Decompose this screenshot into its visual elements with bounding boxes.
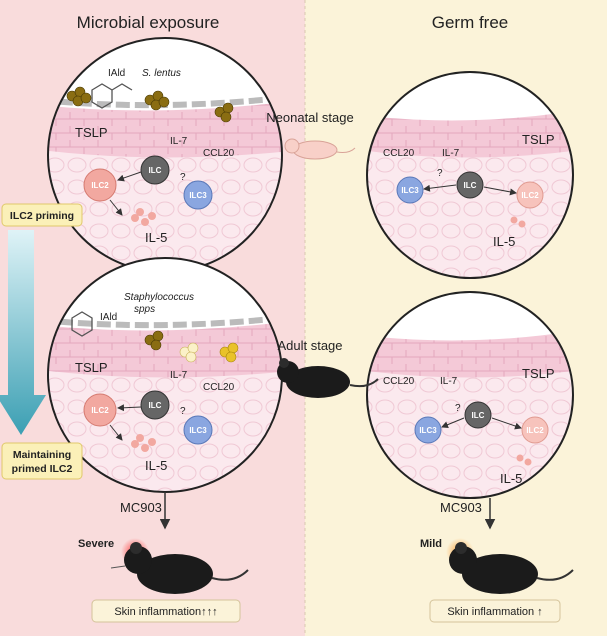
ilc-label-adult: ILC	[149, 401, 162, 410]
maintaining-box	[1, 442, 83, 480]
adult-mouse-icon-right	[449, 542, 574, 594]
ilc-label-gf-adult: ILC	[472, 411, 485, 420]
ilc2-cell-icon-adult	[83, 393, 117, 427]
ccl20-label: CCL20	[203, 148, 235, 159]
skin-inflammation-right: Skin inflammation ↑	[447, 606, 542, 618]
tslp-label: TSLP	[75, 125, 108, 140]
mc903-label-right: MC903	[440, 500, 482, 515]
severe-label: Severe	[78, 538, 114, 550]
ccl20-label-gf: CCL20	[383, 148, 415, 159]
priming-gradient-arrow	[0, 230, 46, 435]
right-column-title: Germ free	[432, 13, 509, 32]
ilc2-label-gf: ILC2	[521, 191, 539, 200]
staph-label-2: spps	[134, 304, 155, 315]
adult-mouse-icon	[277, 358, 379, 398]
ilc2-label-gf-adult: ILC2	[526, 426, 544, 435]
maintaining-label-1: Maintaining	[13, 449, 71, 461]
il7-label: IL-7	[170, 136, 188, 147]
adult-mouse-icon-left	[110, 542, 249, 594]
question-mark-gf: ?	[437, 168, 443, 179]
ilc-cell-icon-gf-adult	[464, 401, 492, 429]
ilc2-cell-icon-gf-adult	[521, 416, 549, 444]
tslp-label-gf: TSLP	[522, 132, 555, 147]
question-mark-adult: ?	[180, 406, 186, 417]
ilc2-priming-label: ILC2 priming	[10, 210, 74, 222]
il7-label-gf: IL-7	[442, 148, 460, 159]
staph-label: Staphylococcus	[124, 292, 194, 303]
neonatal-mouse-icon	[284, 138, 356, 160]
ccl20-label-adult: CCL20	[203, 382, 235, 393]
il5-label-adult: IL-5	[145, 458, 167, 473]
iald-label: IAld	[108, 68, 125, 79]
ilc3-label-adult: ILC3	[189, 426, 207, 435]
ilc-label-gf: ILC	[464, 181, 477, 190]
bacteria-cluster-icon	[66, 86, 234, 123]
ilc2-label-adult: ILC2	[91, 406, 109, 415]
il7-label-adult: IL-7	[170, 370, 188, 381]
circle-microbial-adult: IAld Staphylococcus spps TSLP IL-7 CCL20…	[47, 257, 283, 493]
iald-molecule-icon-adult	[71, 311, 93, 337]
adult-stage-label: Adult stage	[277, 338, 342, 353]
ilc3-cell-icon-gf-adult	[414, 416, 442, 444]
neonatal-stage-label: Neonatal stage	[266, 110, 353, 125]
ilc2-label: ILC2	[91, 181, 109, 190]
mild-label: Mild	[420, 538, 442, 550]
ilc-cell-icon-gf	[456, 171, 484, 199]
bacteria-cluster-icon-adult	[144, 330, 239, 363]
s-lentus-label: S. lentus	[142, 68, 181, 79]
maintaining-label-2: primed ILC2	[12, 463, 73, 475]
il7-label-gf-adult: IL-7	[440, 376, 458, 387]
ilc-label: ILC	[149, 166, 162, 175]
ilc3-cell-icon	[183, 180, 213, 210]
ilc2-cell-icon-gf	[516, 181, 544, 209]
iald-molecule-icon	[91, 83, 133, 109]
skin-inflammation-box-right	[429, 599, 561, 623]
ilc-cell-icon-adult	[140, 390, 170, 420]
ilc-cell-icon	[140, 155, 170, 185]
ilc3-label-gf-adult: ILC3	[419, 426, 437, 435]
mc903-label-left: MC903	[120, 500, 162, 515]
skin-inflammation-left: Skin inflammation↑↑↑	[114, 606, 217, 618]
ilc3-label: ILC3	[189, 191, 207, 200]
il5-label-gf-adult: IL-5	[500, 471, 522, 486]
ilc3-cell-icon-adult	[183, 415, 213, 445]
tslp-label-adult: TSLP	[75, 360, 108, 375]
ilc2-cell-icon	[83, 168, 117, 202]
il5-label-gf: IL-5	[493, 234, 515, 249]
skin-inflammation-box-left	[91, 599, 241, 623]
tslp-label-gf-adult: TSLP	[522, 366, 555, 381]
ilc2-priming-box	[1, 203, 83, 227]
question-mark: ?	[180, 172, 186, 183]
il5-label: IL-5	[145, 230, 167, 245]
ccl20-label-gf-adult: CCL20	[383, 376, 415, 387]
question-mark-gf-adult: ?	[455, 403, 461, 414]
ilc3-cell-icon-gf	[396, 176, 424, 204]
iald-label-adult: IAld	[100, 312, 117, 323]
ilc3-label-gf: ILC3	[401, 186, 419, 195]
left-column-title: Microbial exposure	[77, 13, 220, 32]
